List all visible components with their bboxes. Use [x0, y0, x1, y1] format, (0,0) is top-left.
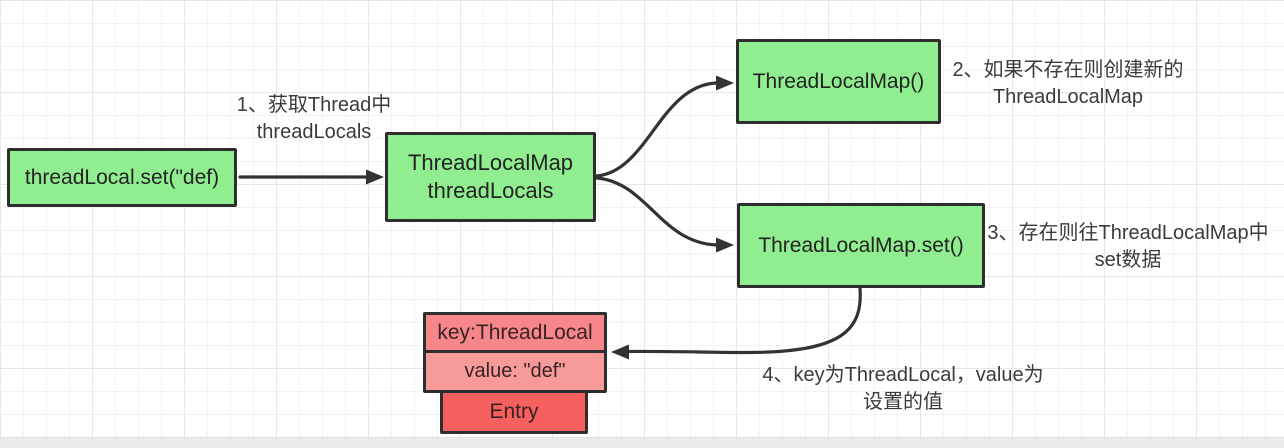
annotation-step3-line2: set数据: [1094, 249, 1162, 271]
arrowhead-map-to-mapset: [716, 237, 734, 253]
connector-mapset-to-entry: [628, 286, 862, 355]
node-threadlocalmap-line2: threadLocals: [427, 178, 554, 203]
connector-map-to-mapset: [595, 176, 718, 247]
annotation-step1: 1、获取Thread中 threadLocals: [218, 92, 410, 146]
node-threadlocalmap-constructor-label: ThreadLocalMap(): [752, 69, 925, 93]
node-threadlocalmap-line1: ThreadLocalMap: [407, 150, 574, 175]
node-threadlocalmap-threadlocals[interactable]: ThreadLocalMap threadLocals: [385, 132, 596, 222]
node-threadlocalmap-set-label: ThreadLocalMap.set(): [758, 233, 964, 257]
annotation-step4: 4、key为ThreadLocal，value为 设置的值: [728, 362, 1078, 416]
connector-map-to-ctor: [595, 81, 718, 178]
annotation-step1-line2: threadLocals: [256, 121, 372, 143]
annotation-step3: 3、存在则往ThreadLocalMap中 set数据: [972, 220, 1284, 274]
arrowhead-mapset-to-entry: [611, 344, 629, 360]
annotation-step1-line1: 1、获取Thread中: [236, 94, 392, 116]
node-threadlocal-set-label: threadLocal.set("def): [24, 165, 220, 189]
node-threadlocal-set[interactable]: threadLocal.set("def): [7, 148, 237, 207]
entry-key-row[interactable]: key:ThreadLocal: [426, 315, 604, 353]
entry-title-label: Entry: [489, 400, 539, 423]
annotation-step2-line1: 2、如果不存在则创建新的: [952, 59, 1184, 81]
annotation-step2: 2、如果不存在则创建新的 ThreadLocalMap: [938, 57, 1198, 111]
node-entry-key-value[interactable]: key:ThreadLocal value: "def": [423, 312, 607, 393]
annotation-step2-line2: ThreadLocalMap: [992, 86, 1144, 108]
entry-value-label: value: "def": [464, 360, 566, 382]
node-entry[interactable]: Entry: [440, 390, 588, 434]
entry-key-label: key:ThreadLocal: [437, 320, 593, 344]
annotation-step4-line1: 4、key为ThreadLocal，value为: [762, 364, 1044, 386]
node-threadlocalmap-constructor[interactable]: ThreadLocalMap(): [736, 39, 941, 124]
node-threadlocalmap-set[interactable]: ThreadLocalMap.set(): [737, 203, 985, 288]
annotation-step4-line2: 设置的值: [863, 391, 943, 413]
arrowhead-set-to-map: [366, 169, 384, 185]
canvas-edge-strip: [0, 437, 1284, 448]
arrowhead-map-to-ctor: [716, 75, 734, 91]
entry-value-row[interactable]: value: "def": [426, 353, 604, 390]
annotation-step3-line1: 3、存在则往ThreadLocalMap中: [987, 222, 1269, 244]
